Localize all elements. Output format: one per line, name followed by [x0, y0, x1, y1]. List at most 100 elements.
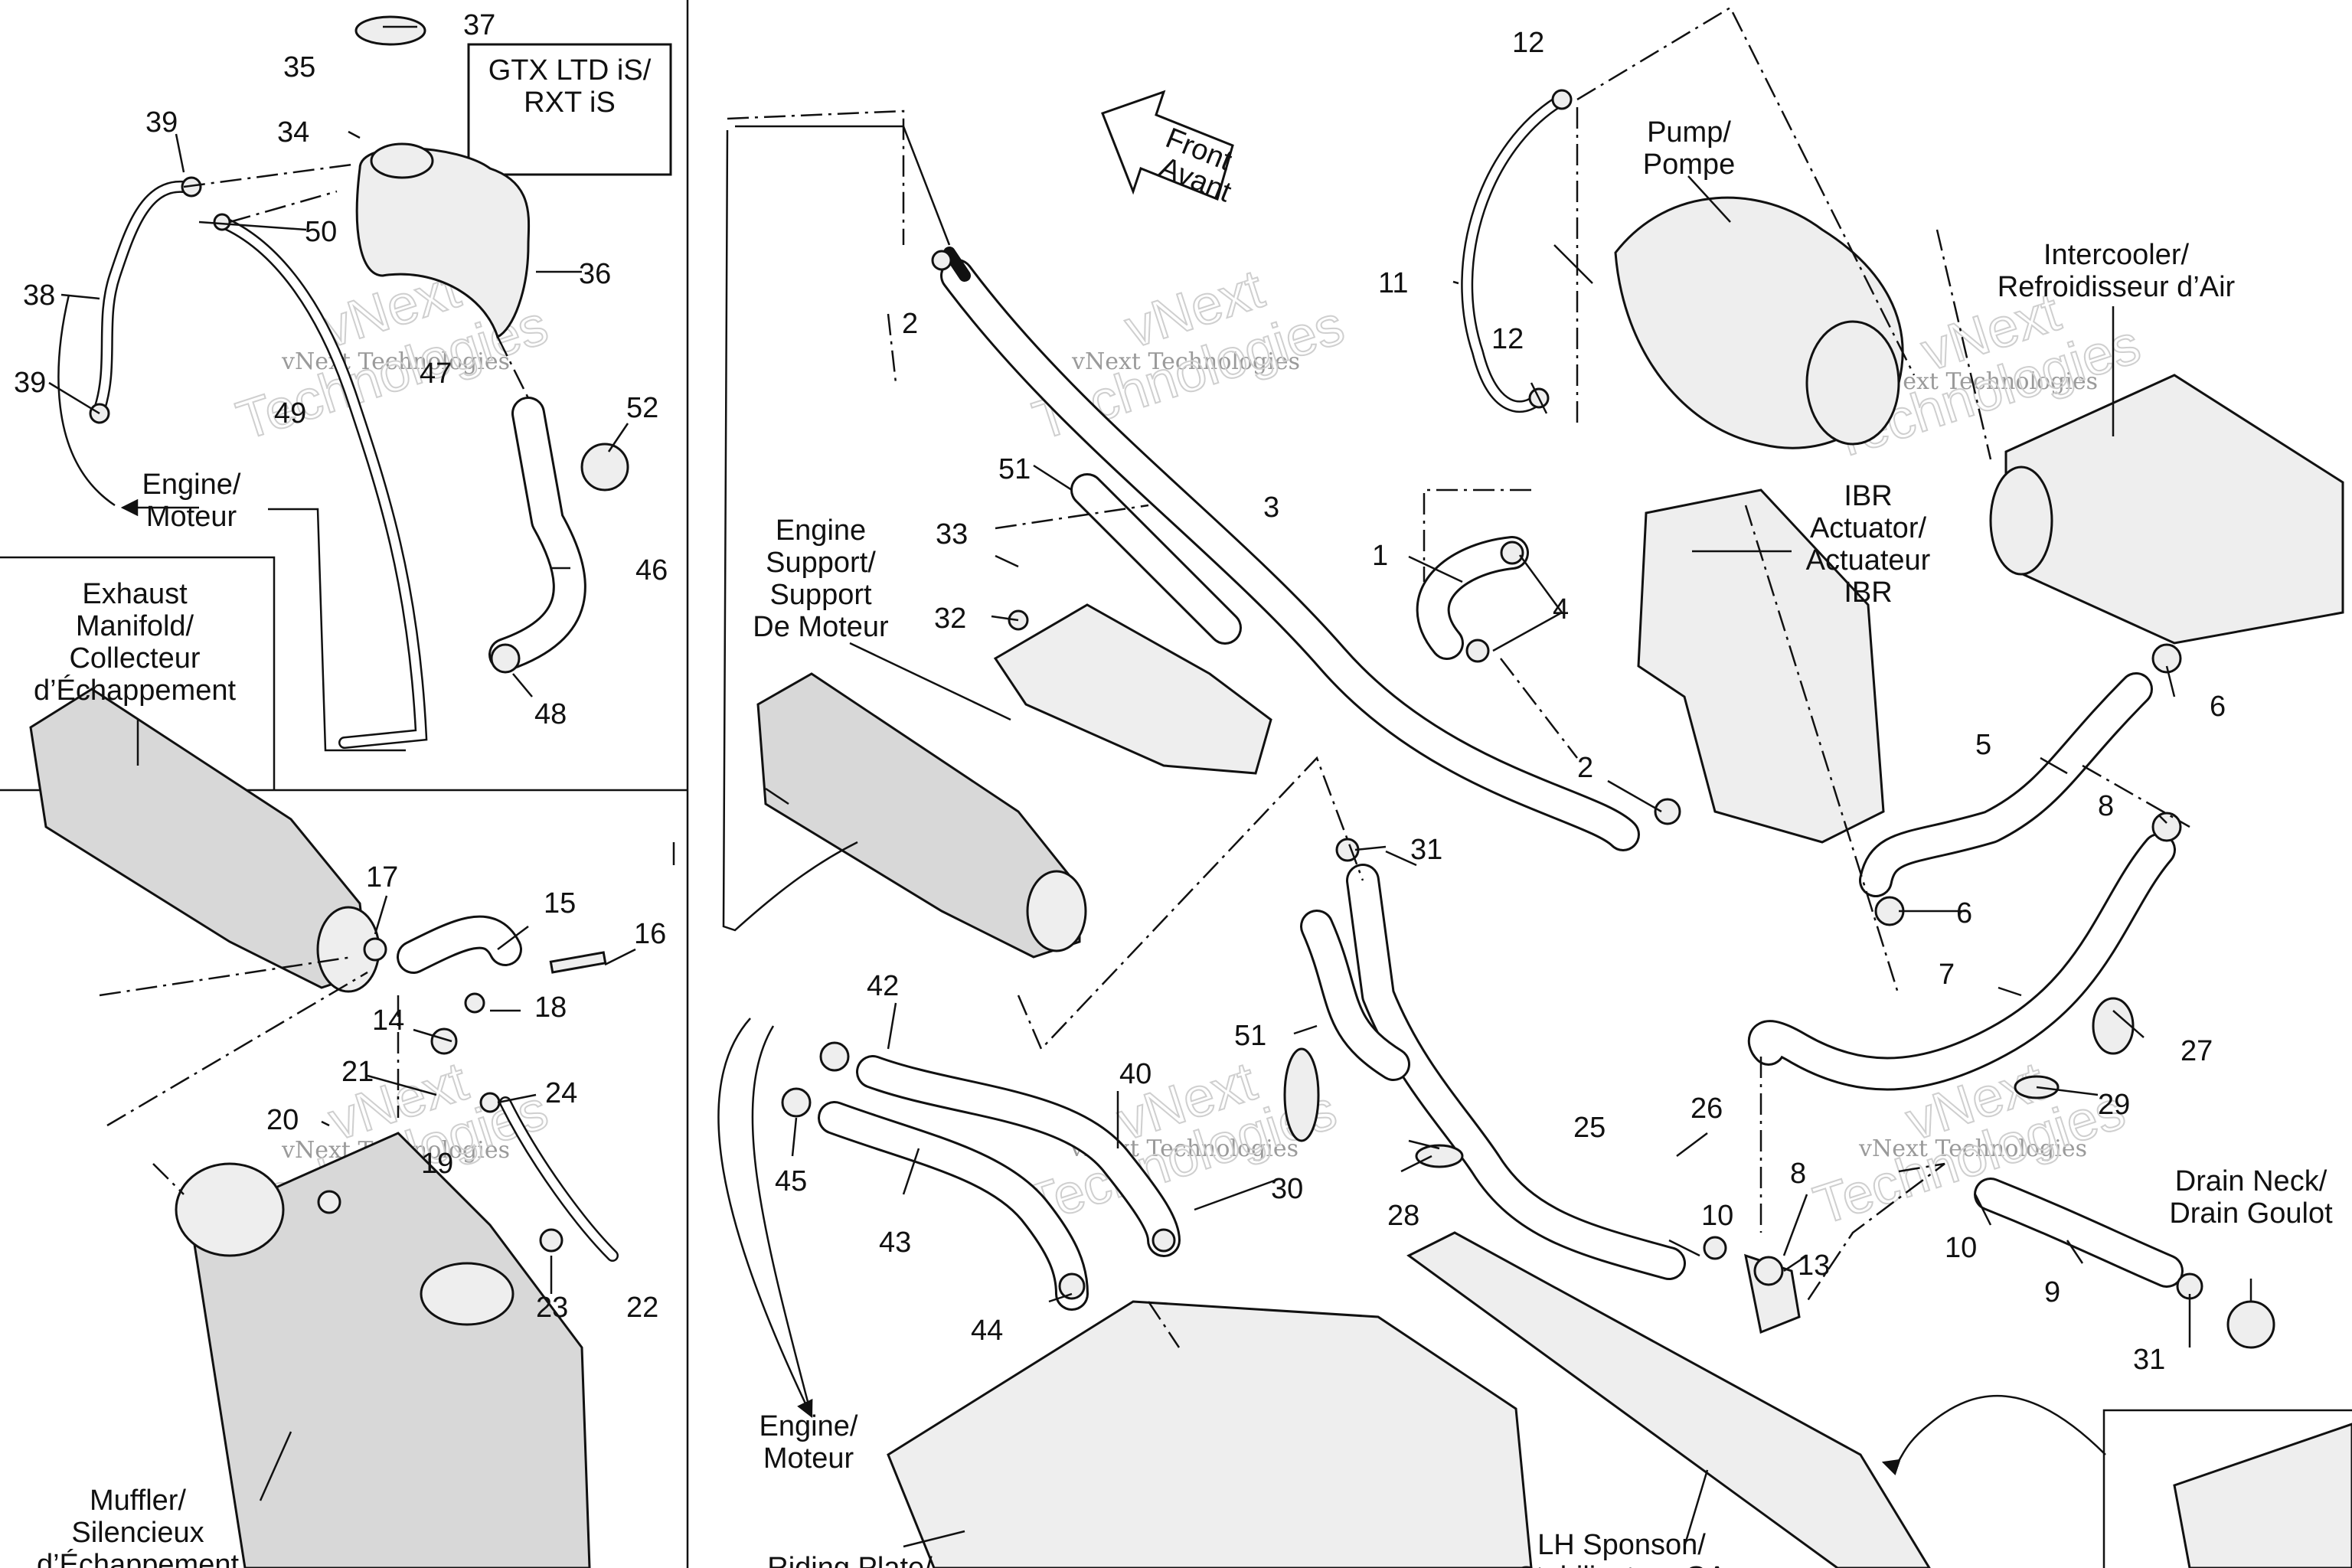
callout-8: 8 — [1790, 1158, 1806, 1190]
hoses — [92, 93, 2184, 1311]
callout-7: 7 — [1939, 959, 1955, 991]
callout-9: 9 — [2044, 1276, 2060, 1308]
callout-6: 6 — [2210, 691, 2226, 723]
callout-18: 18 — [534, 991, 567, 1024]
exhaust-manifold-label: Collecteur — [69, 642, 200, 675]
muffler-label: d’Échappement — [37, 1548, 240, 1568]
riding-plate — [887, 1300, 1533, 1568]
part-labels: GTX LTD iS/ RXT iS Engine/ Moteur Exhaus… — [34, 54, 2333, 1568]
callout-30: 30 — [1271, 1173, 1303, 1205]
engine-support — [993, 603, 1272, 775]
callout-5: 5 — [1975, 729, 1991, 761]
engine-label: Moteur — [146, 501, 237, 533]
watermark-text: vNext Technologies — [1858, 1135, 2087, 1162]
callout-49: 49 — [274, 397, 306, 430]
intercooler-label: Refroidisseur d’Air — [1998, 271, 2236, 303]
callout-numbers: 37 3 5 34 39 50 36 38 39 47 49 52 46 4 8 2… — [14, 9, 2226, 1376]
callout-44: 44 — [971, 1315, 1003, 1347]
callout-14: 14 — [372, 1004, 404, 1037]
callout-23: 23 — [536, 1292, 568, 1324]
callout-34: 34 — [277, 116, 309, 149]
engine-label: Moteur — [763, 1442, 854, 1475]
pump-outlet — [1805, 320, 1900, 446]
engine-support-label: Support — [769, 579, 872, 611]
intercooler-label: Intercooler/ — [2043, 239, 2190, 271]
watermark-text: vNext Technologies — [281, 348, 510, 375]
model-note-box — [467, 43, 672, 176]
callout-3: 3 — [1263, 492, 1279, 524]
partial-part — [2173, 1423, 2352, 1568]
callout-22: 22 — [626, 1292, 658, 1324]
intercooler-inlet — [1989, 466, 2053, 576]
callout-50: 50 — [305, 216, 337, 248]
callout-46: 46 — [635, 554, 668, 586]
ibr-actuator — [1637, 488, 1885, 844]
drain-neck-label: Drain Goulot — [2169, 1197, 2333, 1230]
engine-support-label: De Moteur — [753, 611, 889, 643]
engine-label: Engine/ — [760, 1410, 858, 1442]
muffler-inlet — [175, 1162, 285, 1257]
lh-sponson-label: Stabilisateur GA — [1517, 1561, 1727, 1568]
watermark-text: vNext Technologies — [1869, 368, 2098, 395]
callout-8: 8 — [2098, 790, 2114, 822]
pump-label: Pump/ — [1647, 116, 1731, 149]
callout-26: 26 — [1690, 1093, 1723, 1125]
callout-42: 42 — [867, 970, 899, 1002]
callout-40: 40 — [1119, 1058, 1152, 1090]
reservoir-neck — [370, 142, 434, 179]
muffler-outlet — [420, 1262, 514, 1326]
callout-52: 52 — [626, 392, 658, 424]
callout-31: 31 — [1410, 834, 1442, 866]
callout-10: 10 — [1945, 1232, 1977, 1264]
exhaust-manifold — [756, 672, 1081, 959]
callout-15: 15 — [544, 887, 576, 920]
exhaust-manifold-label: d’Échappement — [34, 674, 237, 707]
callout-45: 45 — [775, 1165, 807, 1197]
engine-support-label: Engine — [776, 514, 866, 547]
callout-38: 38 — [23, 279, 55, 312]
model-note-line: RXT iS — [524, 87, 616, 119]
engine-label: Engine/ — [142, 469, 241, 501]
callout-2: 2 — [902, 308, 918, 340]
callout-31: 31 — [2133, 1344, 2165, 1376]
model-note-line: GTX LTD iS/ — [488, 54, 652, 87]
callout-12: 12 — [1512, 27, 1544, 59]
ibr-label: Actuateur — [1806, 544, 1931, 577]
exhaust-manifold-label: Exhaust — [82, 578, 188, 610]
reservoir-cap — [354, 15, 426, 46]
front-direction-arrow: Front Avant — [1101, 90, 1236, 209]
callout-29: 29 — [2098, 1089, 2130, 1121]
callout-11: 11 — [1378, 267, 1408, 299]
callout-2: 2 — [1577, 752, 1593, 784]
callout-51: 51 — [1234, 1020, 1266, 1052]
callout-25: 25 — [1573, 1112, 1606, 1144]
muffler-label: Silencieux — [71, 1517, 204, 1549]
leader-lines — [48, 6, 2252, 1548]
callout-47: 47 — [420, 358, 452, 390]
callout-27: 27 — [2180, 1035, 2213, 1067]
callout-10: 10 — [1701, 1200, 1733, 1232]
lh-sponson-label: LH Sponson/ — [1537, 1529, 1706, 1561]
callout-19: 19 — [421, 1148, 453, 1180]
callout-33: 33 — [936, 518, 968, 550]
intercooler — [2004, 374, 2344, 645]
muffler — [190, 1132, 591, 1568]
callout-32: 32 — [934, 603, 966, 635]
watermark-text: vNext Technologies — [1071, 348, 1300, 375]
callout-39: 39 — [145, 106, 178, 139]
callout-6: 6 — [1956, 897, 1972, 929]
callout-1: 1 — [1372, 540, 1388, 572]
pump-label: Pompe — [1643, 149, 1735, 181]
callout-17: 17 — [366, 861, 398, 893]
engine-support-label: Support/ — [766, 547, 876, 579]
callout-21: 21 — [341, 1056, 374, 1088]
callout-39: 39 — [14, 367, 46, 399]
drain-neck-label: Drain Neck/ — [2175, 1165, 2328, 1197]
ibr-label: IBR — [1844, 577, 1892, 609]
ibr-label: Actuator/ — [1810, 512, 1927, 544]
lh-sponson — [1406, 1231, 1931, 1568]
callout-36: 36 — [579, 258, 611, 290]
callout-4: 4 — [1553, 593, 1569, 626]
callout-37: 37 — [463, 9, 495, 41]
